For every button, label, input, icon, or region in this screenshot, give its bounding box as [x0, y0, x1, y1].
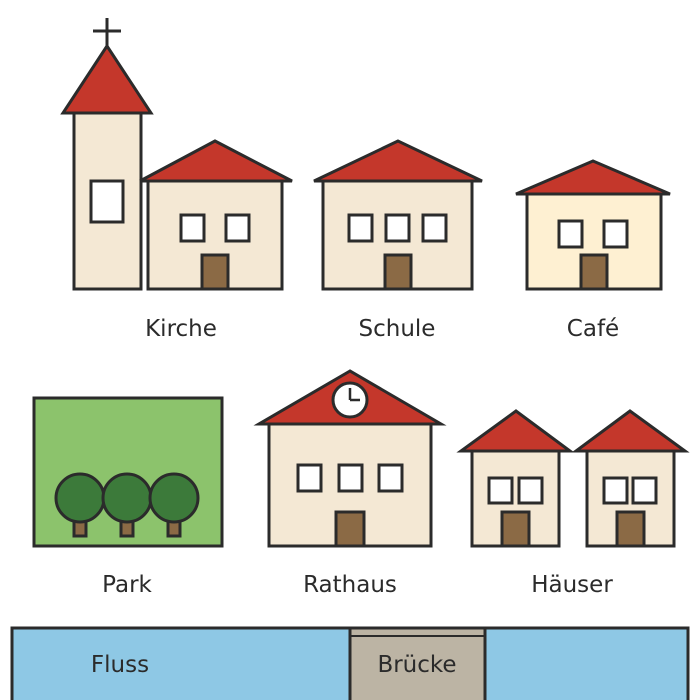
cafe-door [579, 253, 609, 291]
houses-label: Häuser [531, 572, 613, 598]
bridge[interactable] [348, 626, 487, 700]
church-tower-roof [60, 43, 154, 115]
church-roof [139, 139, 293, 183]
town-hall-window [337, 463, 364, 493]
school-door [383, 253, 413, 291]
river-label: Fluss [90, 652, 150, 678]
town-hall-label: Rathaus [303, 572, 397, 598]
house [456, 409, 575, 548]
church-label: Kirche [145, 316, 217, 342]
church[interactable] [60, 18, 293, 291]
tree-icon [54, 472, 106, 538]
cafe[interactable] [515, 159, 671, 291]
town-hall[interactable] [253, 369, 447, 548]
church-door [200, 253, 230, 291]
house [571, 409, 690, 548]
park[interactable] [32, 396, 224, 548]
school-window [347, 213, 374, 243]
bridge-label: Brücke [377, 652, 457, 678]
school-window [384, 213, 411, 243]
cafe-window [557, 219, 584, 249]
park-area [32, 396, 224, 548]
school-window [421, 213, 448, 243]
cafe-window [602, 219, 629, 249]
town-hall-window [377, 463, 404, 493]
tree-icon [148, 472, 200, 538]
church-window [224, 213, 251, 243]
clock-icon [331, 381, 369, 419]
school-label: Schule [358, 316, 436, 342]
houses[interactable] [456, 409, 690, 548]
school-roof [313, 139, 483, 183]
school[interactable] [313, 139, 483, 291]
church-tower-window [89, 179, 125, 224]
town-hall-door [334, 510, 366, 548]
church-window [179, 213, 206, 243]
cafe-roof [515, 159, 671, 196]
park-label: Park [102, 572, 152, 598]
town-hall-window [296, 463, 323, 493]
cafe-label: Café [566, 316, 620, 342]
